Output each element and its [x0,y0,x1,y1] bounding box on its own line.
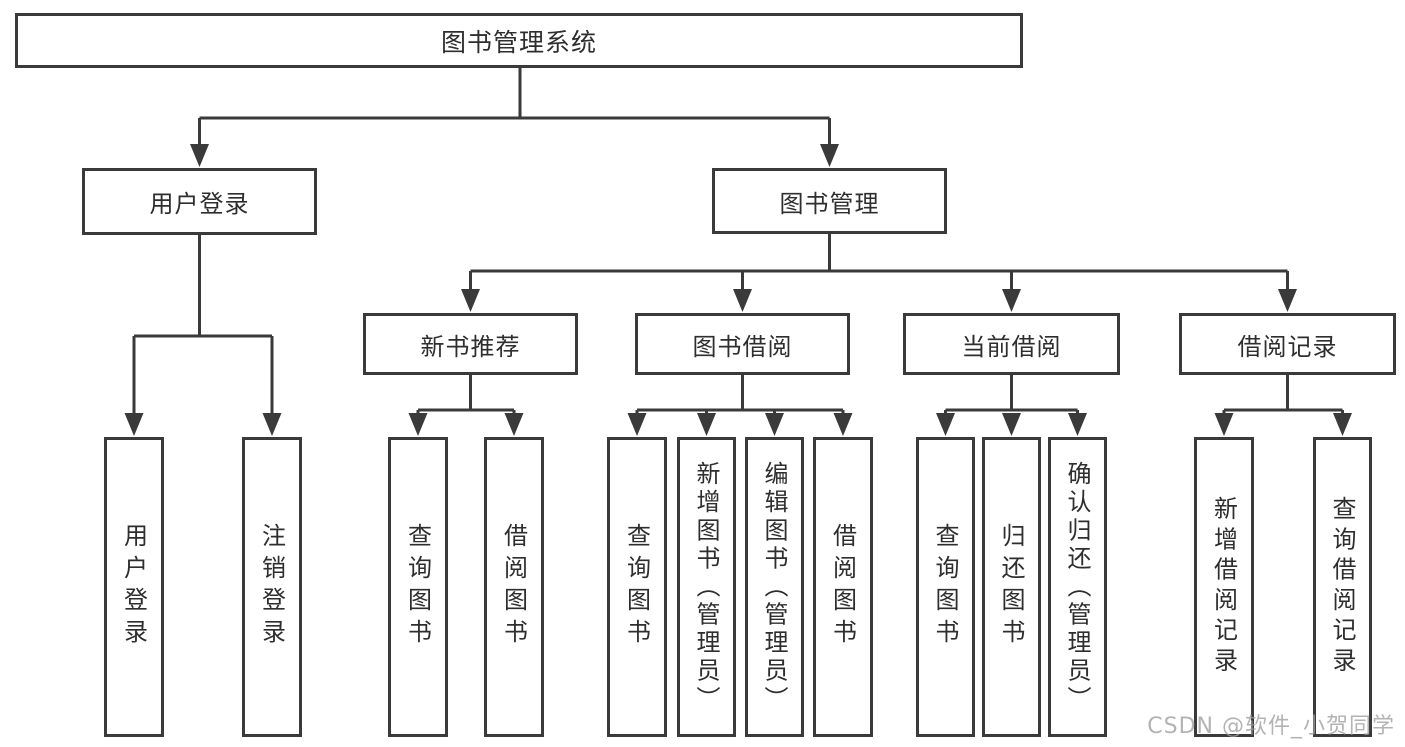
node-label: 借阅记录 [1237,332,1338,361]
node-label: 图书借阅 [692,332,793,361]
node-user-login-group: 用户登录 [82,168,317,235]
node-label: 用户登录 [149,190,250,218]
node-current-borrow: 当前借阅 [903,313,1120,375]
node-label: 查询图书 [622,523,651,651]
node-label: 归还图书 [997,523,1025,651]
leaf-return-books: 归还图书 [982,437,1041,737]
leaf-borrow-books-recommend: 借阅图书 [484,437,544,737]
leaf-add-books-admin: 新增图书（管理员） [677,437,736,737]
node-label: 新增图书（管理员） [692,460,720,714]
leaf-query-books-current: 查询图书 [916,437,975,737]
node-label: 查询借阅记录 [1328,496,1356,678]
watermark: CSDN @软件_小贺同学 [1147,714,1395,739]
node-borrow-records: 借阅记录 [1179,313,1396,375]
node-label: 确认归还（管理员） [1063,460,1091,714]
node-label: 借阅图书 [499,523,528,651]
leaf-borrow-books: 借阅图书 [813,437,873,737]
leaf-query-books-recommend: 查询图书 [388,437,448,737]
node-new-book-recommend: 新书推荐 [363,313,578,375]
node-label: 借阅图书 [828,523,857,651]
node-label: 用户登录 [119,523,148,651]
leaf-confirm-return-admin: 确认归还（管理员） [1048,437,1107,737]
leaf-user-login: 用户登录 [104,437,164,737]
node-label: 编辑图书（管理员） [760,460,788,714]
node-label: 查询图书 [403,523,432,651]
node-library-system: 图书管理系统 [15,13,1023,68]
leaf-logout: 注销登录 [242,437,302,737]
node-label: 图书管理系统 [440,27,597,57]
node-label: 新增借阅记录 [1209,496,1238,678]
node-label: 新书推荐 [420,332,521,361]
node-label: 查询图书 [931,523,959,651]
node-label: 图书管理 [779,189,880,218]
node-book-management: 图书管理 [712,168,947,234]
leaf-edit-books-admin: 编辑图书（管理员） [745,437,804,737]
node-book-borrow: 图书借阅 [635,313,850,375]
leaf-add-borrow-record: 新增借阅记录 [1194,437,1254,737]
leaf-query-books-borrow: 查询图书 [607,437,667,737]
node-label: 注销登录 [257,523,286,651]
leaf-query-borrow-record: 查询借阅记录 [1313,437,1372,737]
node-label: 当前借阅 [961,332,1062,361]
